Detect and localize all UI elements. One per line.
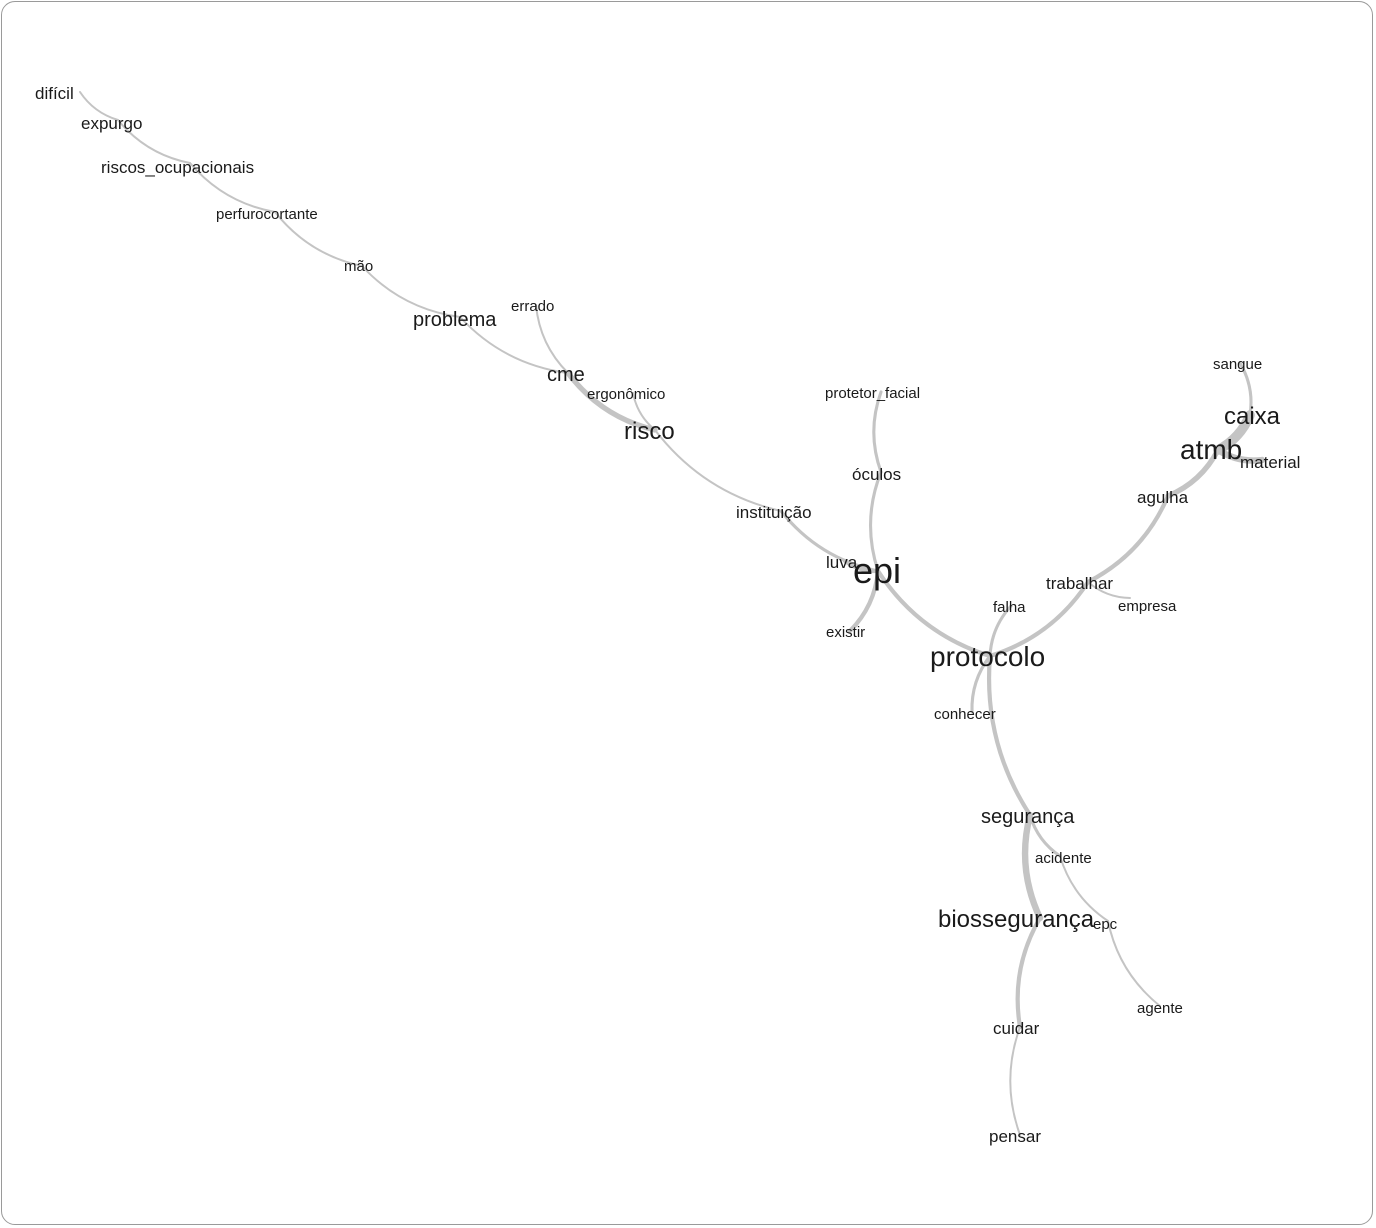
node-label-errado: errado — [511, 298, 554, 315]
node-label-material: material — [1240, 453, 1300, 472]
node-label-ergonomico: ergonômico — [587, 386, 665, 403]
edge-trabalhar-empresa — [1087, 581, 1131, 599]
node-label-agente: agente — [1137, 1000, 1183, 1017]
node-label-trabalhar: trabalhar — [1046, 574, 1113, 593]
edge-problema-cme — [459, 316, 569, 374]
edge-instituicao-epi — [779, 509, 880, 573]
edge-atmb-caixa — [1213, 410, 1255, 455]
node-label-sangue: sangue — [1213, 356, 1262, 373]
node-label-agulha: agulha — [1137, 488, 1189, 507]
node-label-atmb: atmb — [1180, 434, 1242, 465]
edge-protetor_facial-oculos — [872, 390, 883, 474]
edge-acidente-epc — [1059, 855, 1109, 922]
node-label-cme: cme — [547, 364, 585, 386]
edge-atmb-material — [1214, 446, 1266, 464]
node-label-problema: problema — [413, 309, 497, 331]
edge-cuidar-pensar — [1009, 1026, 1021, 1136]
edge-caixa-sangue — [1238, 361, 1253, 417]
edge-oculos-epi — [868, 470, 883, 573]
edge-protocolo-seguranca — [986, 653, 1033, 818]
node-label-epc: epc — [1093, 916, 1118, 933]
node-label-mao: mão — [344, 258, 373, 275]
edges-layer — [79, 91, 1266, 1136]
node-label-instituicao: instituição — [736, 503, 812, 522]
edge-ergonomico-risco — [632, 392, 656, 431]
node-label-falha: falha — [993, 599, 1026, 616]
edge-risco-instituicao — [654, 429, 782, 512]
labels-layer: difícil expurgo riscos_ocupacionaisperfuro… — [35, 84, 1300, 1146]
edge-expurgo-riscos_ocupacionais — [117, 119, 191, 164]
edge-epi-protocolo — [875, 568, 993, 659]
edge-perfurocortante-mao — [274, 211, 363, 267]
edge-agulha-atmb — [1165, 447, 1221, 499]
edge-dificil-expurgo — [79, 91, 119, 121]
node-label-dificil: difícil — [35, 84, 74, 103]
edge-falha-protocolo — [988, 604, 1013, 658]
edge-existir-epi — [847, 568, 881, 634]
node-label-cuidar: cuidar — [993, 1019, 1040, 1038]
edge-biosseguranca-cuidar — [1015, 915, 1043, 1030]
edge-epc-agente — [1107, 920, 1161, 1007]
edge-protocolo-conhecer — [970, 654, 992, 714]
node-label-biosseguranca: biossegurança — [938, 906, 1095, 933]
node-label-epi: epi — [853, 550, 901, 591]
node-label-luva: luva — [826, 553, 858, 572]
edge-seguranca-biosseguranca — [1021, 811, 1044, 922]
node-label-conhecer: conhecer — [934, 706, 996, 723]
node-label-existir: existir — [826, 624, 865, 641]
node-label-oculos: óculos — [852, 465, 901, 484]
node-label-seguranca: segurança — [981, 806, 1075, 828]
edge-protocolo-trabalhar — [987, 579, 1091, 659]
node-label-caixa: caixa — [1224, 403, 1281, 430]
edge-trabalhar-agulha — [1085, 493, 1171, 585]
node-label-protetor_facial: protetor_facial — [825, 385, 920, 402]
node-label-risco: risco — [624, 418, 675, 445]
node-label-expurgo: expurgo — [81, 114, 142, 133]
edge-luva-epi — [842, 558, 881, 574]
node-label-empresa: empresa — [1118, 598, 1177, 615]
edge-riscos_ocupacionais-perfurocortante — [189, 162, 276, 213]
node-label-protocolo: protocolo — [930, 641, 1045, 672]
node-label-riscos_ocupacionais: riscos_ocupacionais — [101, 158, 254, 177]
edge-cme-risco — [565, 370, 658, 433]
node-label-acidente: acidente — [1035, 850, 1092, 867]
edge-mao-problema — [361, 265, 461, 318]
edge-errado-cme — [535, 304, 569, 374]
node-label-perfurocortante: perfurocortante — [216, 206, 318, 223]
node-label-pensar: pensar — [989, 1127, 1041, 1146]
